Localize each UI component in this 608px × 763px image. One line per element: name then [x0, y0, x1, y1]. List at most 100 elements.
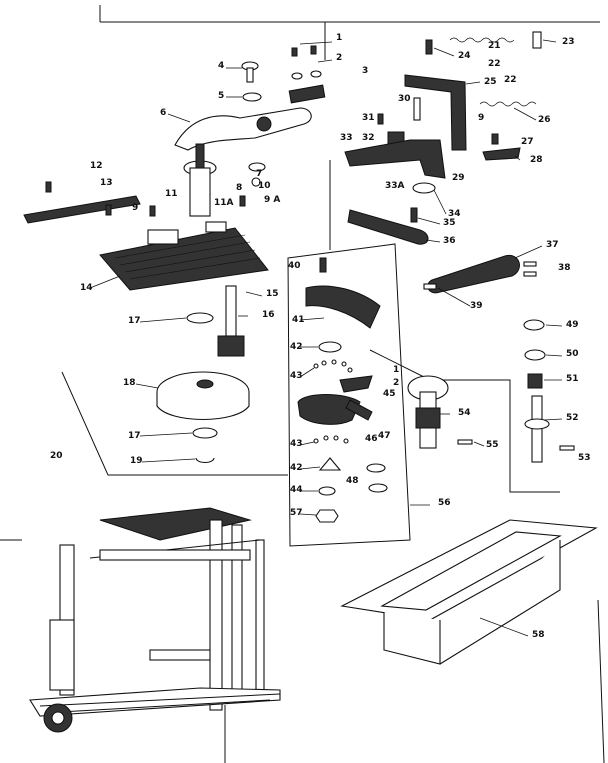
tray-58 [340, 519, 598, 665]
callout-c41: 41 [292, 315, 305, 325]
callout-c47: 47 [378, 431, 391, 441]
cam-41 [305, 285, 381, 329]
washer-44 [318, 486, 336, 496]
diagram-frame-lines [0, 5, 605, 763]
callout-c22b: 22 [504, 75, 517, 85]
shaft-54 [407, 375, 449, 449]
machine-frame-20 [29, 507, 281, 733]
clip-10 [251, 177, 261, 187]
screw-24 [425, 39, 433, 55]
screw-40 [319, 257, 327, 273]
shaft-52 [524, 395, 550, 463]
callout-c48: 48 [346, 476, 359, 486]
callout-c1b: 1 [393, 365, 399, 375]
lever-25 [404, 74, 467, 151]
callout-c23: 23 [562, 37, 575, 47]
pin-39 [423, 283, 437, 290]
callout-c7: 7 [256, 169, 262, 179]
washer-50 [524, 349, 546, 361]
callout-c15: 15 [266, 289, 279, 299]
callout-c37: 37 [546, 240, 559, 250]
callout-c39: 39 [470, 301, 483, 311]
callout-c31: 31 [362, 113, 375, 123]
callout-c8: 8 [236, 183, 242, 193]
callout-c14: 14 [80, 283, 93, 293]
callout-c20: 20 [50, 451, 63, 461]
callout-c46: 46 [365, 434, 378, 444]
callout-c27: 27 [521, 137, 534, 147]
washer-7 [248, 162, 266, 172]
crank-37 [427, 254, 520, 294]
callout-c33: 33 [340, 133, 353, 143]
ball-ring-43b [313, 435, 349, 444]
callout-c21: 21 [488, 41, 501, 51]
callout-c58: 58 [532, 630, 545, 640]
lever-47 [345, 399, 373, 421]
callout-c10: 10 [258, 181, 271, 191]
callout-c53: 53 [578, 453, 591, 463]
callout-c43b: 43 [290, 439, 303, 449]
callout-c38: 38 [558, 263, 571, 273]
callout-c2: 2 [336, 53, 342, 63]
callout-c22a: 22 [488, 59, 501, 69]
callout-c12: 12 [90, 161, 103, 171]
callout-c49: 49 [566, 320, 579, 330]
callout-c19: 19 [130, 456, 143, 466]
cone-42b [318, 457, 342, 471]
callout-c50: 50 [566, 349, 579, 359]
callout-c42b: 42 [290, 463, 303, 473]
screws-1-2 [291, 45, 322, 80]
washer-42a [318, 341, 342, 353]
callout-c1: 1 [336, 33, 342, 43]
washer-17b [192, 427, 218, 439]
bushing-51 [527, 373, 543, 389]
callout-c29: 29 [452, 173, 465, 183]
callout-c4: 4 [218, 61, 224, 71]
callout-c45: 45 [383, 389, 396, 399]
callout-c44: 44 [290, 485, 303, 495]
callout-c32: 32 [362, 133, 375, 143]
callout-c54: 54 [458, 408, 471, 418]
spring-26 [479, 101, 537, 107]
callout-c16: 16 [262, 310, 275, 320]
screw-49 [523, 319, 545, 331]
callout-c11a: 11A [214, 198, 234, 208]
callout-c55: 55 [486, 440, 499, 450]
callout-c26: 26 [538, 115, 551, 125]
bracket-45 [339, 375, 373, 393]
callout-c17b: 17 [128, 431, 141, 441]
bracket-3 [288, 84, 326, 104]
callout-c33a: 33A [385, 181, 405, 191]
callout-c52: 52 [566, 413, 579, 423]
callout-c5: 5 [218, 91, 224, 101]
callout-c43a: 43 [290, 371, 303, 381]
callout-c36: 36 [443, 236, 456, 246]
lever-33 [344, 139, 446, 179]
washer-17a [186, 312, 214, 324]
screw-35 [410, 207, 418, 223]
spring-21 [449, 37, 515, 43]
callout-c6: 6 [160, 108, 166, 118]
callout-c2b: 2 [393, 378, 399, 388]
shaft-8 [183, 143, 217, 217]
washers-48 [366, 463, 388, 493]
group-outline-40-57 [287, 243, 411, 547]
callout-c35: 35 [443, 218, 456, 228]
screws-9 [105, 195, 246, 217]
bracket-28 [482, 147, 521, 161]
arm-6 [174, 107, 312, 151]
callout-c30: 30 [398, 94, 411, 104]
screw-53 [559, 445, 575, 451]
gear-18 [156, 371, 250, 420]
callout-c25: 25 [484, 77, 497, 87]
ball-ring-43a [313, 359, 353, 373]
screw-55 [457, 439, 473, 445]
bracket-49-53 [369, 349, 560, 493]
callout-c18: 18 [123, 378, 136, 388]
callout-c34: 34 [448, 209, 461, 219]
pin-23 [532, 31, 542, 49]
pin-30 [413, 97, 421, 121]
callout-c17a: 17 [128, 316, 141, 326]
screw-31 [377, 113, 384, 125]
